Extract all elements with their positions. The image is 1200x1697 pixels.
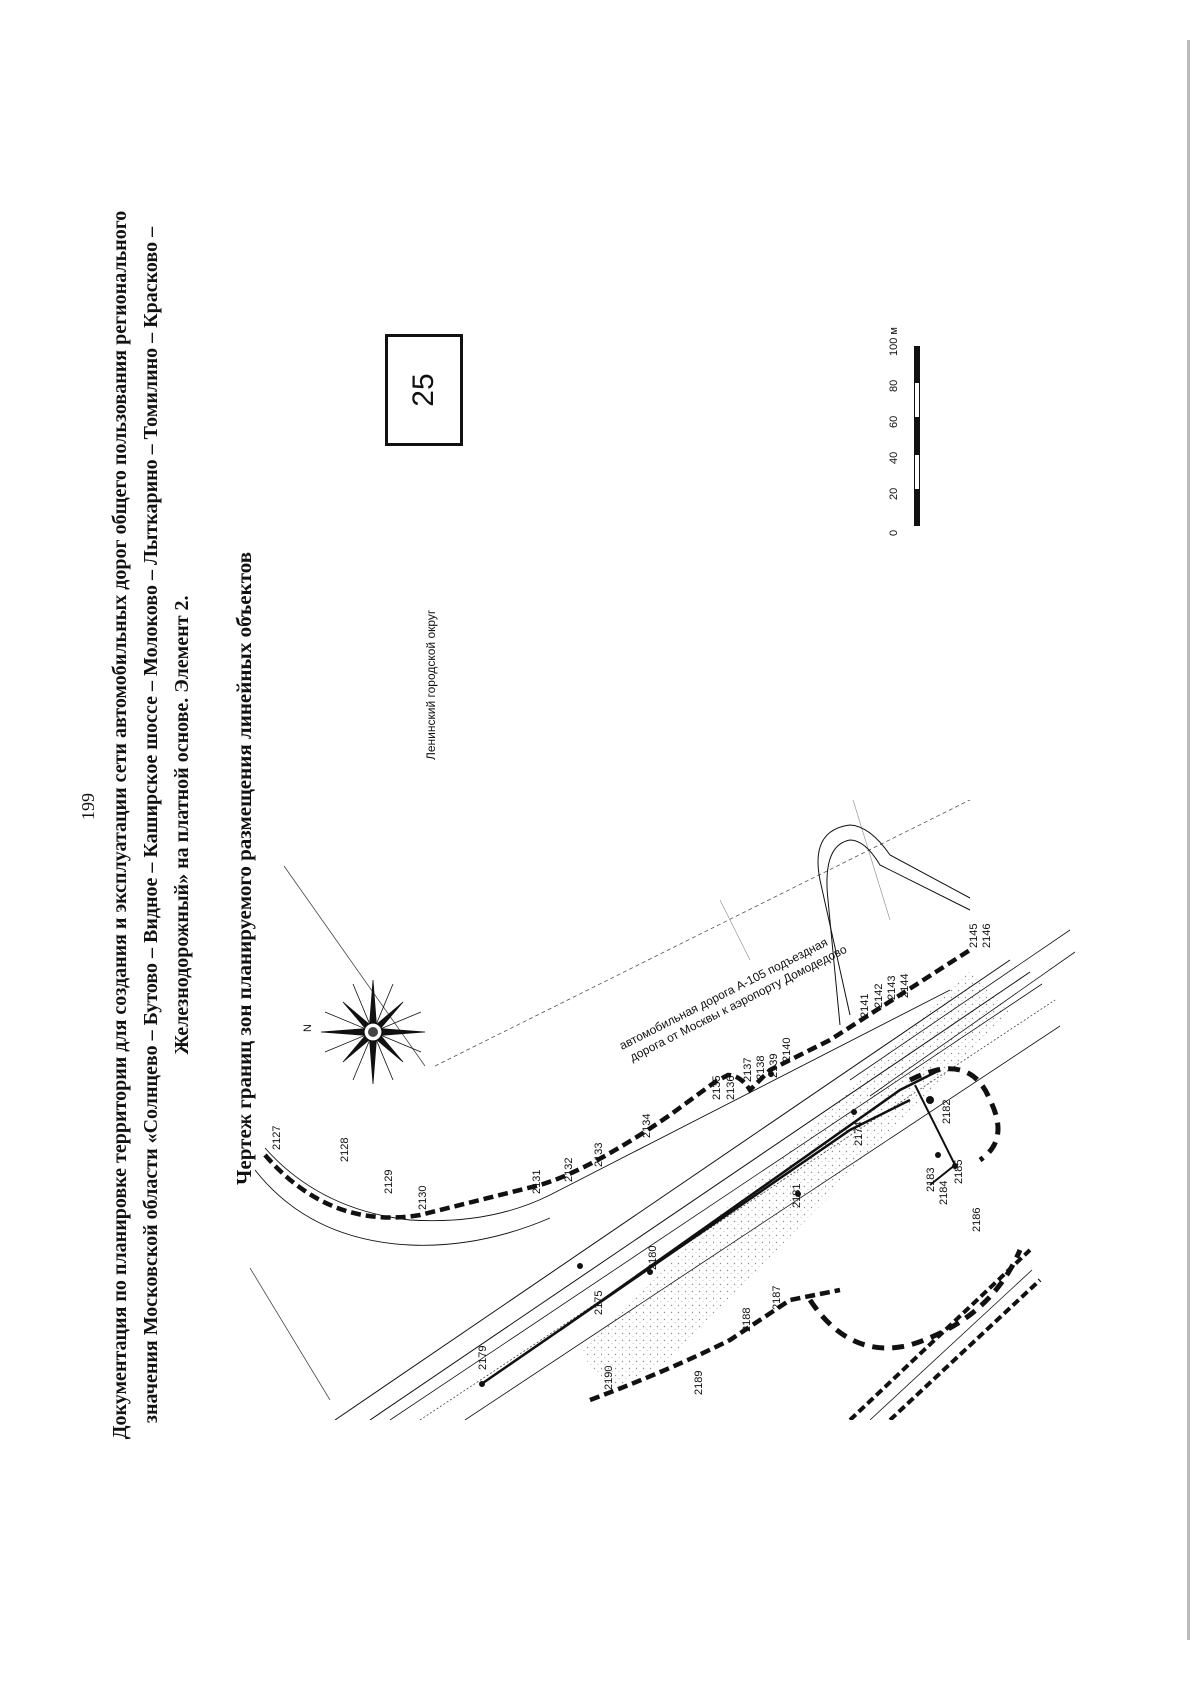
point-label: 2189 [693, 1371, 705, 1395]
title-line-2: значения Московской области «Солнцево – … [140, 226, 162, 1424]
point-label: 2184 [938, 1181, 950, 1205]
point-marker [851, 1109, 857, 1115]
point-label: 2135 [711, 1076, 723, 1100]
road-edge [849, 929, 1071, 1081]
ramp-inner [826, 839, 971, 1026]
point-label: 2131 [531, 1170, 543, 1194]
district-label: Ленинский городской округ [424, 609, 438, 760]
point-labels: 2127 2128 2129 2130 2131 2132 2133 2134 … [271, 924, 993, 1395]
sheet-number-box: 25 [385, 334, 463, 446]
scale-segment [914, 382, 920, 418]
railway [848, 1248, 1032, 1420]
point-label: 2137 [742, 1058, 754, 1082]
point-label: 2143 [886, 976, 898, 1000]
point-label: 2190 [603, 1366, 615, 1390]
point-label: 2127 [271, 1126, 283, 1150]
title-line-1: Документация по планировке территории дл… [109, 210, 131, 1440]
railway-rail [869, 1269, 1033, 1420]
point-label: 2133 [593, 1143, 605, 1167]
scale-segment [914, 346, 920, 382]
zone-boundary-oval [807, 1249, 1023, 1351]
map-thin-line [852, 800, 891, 921]
scale-tick: 60 [888, 415, 900, 428]
road-edge [464, 1025, 1061, 1420]
scale-tick: 20 [888, 487, 900, 500]
road-label-line-1: автомобильная дорога А-105 подъездная [617, 935, 830, 1053]
point-label: 2183 [925, 1168, 937, 1192]
point-label: 2144 [899, 974, 911, 998]
planning-map: N автомобильная дорога А-105 подъездная … [250, 800, 1076, 1420]
point-marker [926, 1096, 934, 1104]
point-label: 2138 [755, 1056, 767, 1080]
point-marker [577, 1263, 583, 1269]
point-marker [479, 1381, 485, 1387]
point-label: 2141 [859, 994, 871, 1018]
scale-tick: 100 м [888, 327, 900, 356]
point-label: 2186 [971, 1208, 983, 1232]
point-label: 2180 [647, 1246, 659, 1270]
compass-rose-icon: N [302, 979, 426, 1085]
road-edge [369, 971, 1031, 1420]
point-label: 2174 [853, 1122, 865, 1146]
point-label: 2146 [981, 924, 993, 948]
compass-north-label: N [302, 1024, 314, 1032]
road-centerline [419, 999, 1056, 1420]
road-edge [334, 959, 1011, 1420]
service-road [254, 1169, 551, 1246]
point-label: 2130 [417, 1186, 429, 1210]
scale-tick: 80 [888, 379, 900, 392]
point-label: 2140 [781, 1038, 793, 1062]
map-thin-line [283, 865, 426, 1067]
point-label: 2129 [383, 1170, 395, 1194]
point-label: 2142 [873, 984, 885, 1008]
map-thin-line [434, 800, 971, 1067]
zone-line [559, 1068, 941, 1332]
road-edge [389, 983, 1043, 1420]
point-label: 2188 [741, 1308, 753, 1332]
map-thin-line [250, 1267, 331, 1401]
scale-tick: 40 [888, 451, 900, 464]
point-markers [479, 1071, 958, 1387]
scale-segment [914, 490, 920, 526]
point-label: 2134 [641, 1114, 653, 1138]
sheet-number: 25 [407, 373, 440, 407]
map-thin-line [719, 899, 751, 961]
road-fill [580, 970, 1010, 1390]
road-edge [869, 951, 1076, 1097]
scale-bar: 0 20 40 60 80 100 м [888, 327, 930, 536]
point-label: 2179 [477, 1346, 489, 1370]
document-title: Документация по планировке территории дл… [105, 75, 198, 1575]
page-number: 199 [78, 793, 98, 820]
scan-edge [1187, 40, 1190, 1640]
point-label: 2182 [941, 1100, 953, 1124]
point-marker [952, 1163, 958, 1169]
ramp-outer [817, 824, 971, 1016]
point-marker [935, 1152, 941, 1158]
scale-tick: 0 [888, 529, 900, 536]
railway [888, 1278, 1042, 1420]
scale-segment [914, 454, 920, 490]
service-road [264, 989, 951, 1222]
title-line-3: Железнодорожный» на платной основе. Элем… [171, 595, 193, 1055]
point-label: 2145 [968, 924, 980, 948]
zone-boundary-top [263, 948, 972, 1220]
point-marker [768, 1071, 774, 1077]
zone-boundary-bottom [589, 1287, 841, 1403]
point-label: 2128 [339, 1138, 351, 1162]
point-label: 2175 [593, 1291, 605, 1315]
scale-segment [914, 418, 920, 454]
point-marker [647, 1269, 653, 1275]
point-label: 2132 [563, 1158, 575, 1182]
point-label: 2187 [771, 1286, 783, 1310]
point-marker [795, 1191, 801, 1197]
point-label: 2136 [725, 1076, 737, 1100]
